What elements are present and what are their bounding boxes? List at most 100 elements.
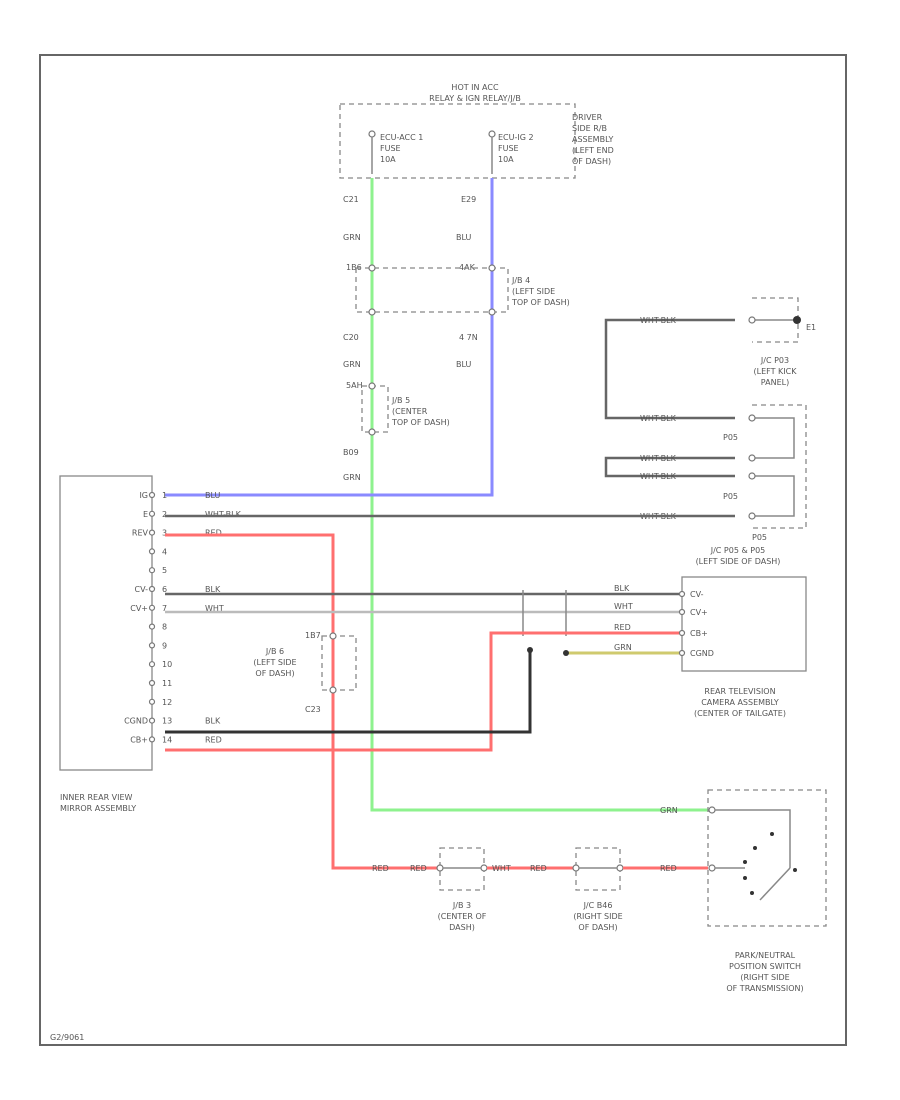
camera-wire-color-label: WHT — [614, 602, 633, 611]
mirror-pin-number: 4 — [162, 547, 167, 556]
fuse-block-location-2: SIDE R/B — [572, 124, 607, 133]
jb3-label-3: DASH) — [449, 923, 475, 932]
jc-p05-pin-label-1: P05 — [723, 433, 738, 442]
pnp-label-3: (RIGHT SIDE — [740, 973, 789, 982]
jc-p03-wire1-label: WHT-BLK — [640, 316, 677, 325]
jc-p05-jumper-wire — [604, 456, 735, 478]
jc-p03: E1 WHT-BLK WHT-BLK J/C P03 (LEFT KICK PA… — [604, 297, 816, 423]
camera-wire-color-label: GRN — [614, 643, 632, 652]
fuse1-type: FUSE — [380, 144, 401, 153]
mirror-pin-number: 2 — [162, 510, 167, 519]
mirror-label-2: MIRROR ASSEMBLY — [60, 804, 136, 813]
cgnd-splice — [527, 647, 533, 653]
jb3-label-2: (CENTER OF — [438, 912, 487, 921]
mirror-pin-number: 1 — [162, 491, 167, 500]
jb4-junction: J/B 4 (LEFT SIDE TOP OF DASH) — [355, 264, 570, 316]
switch-contact — [759, 867, 791, 901]
camera-pin — [678, 608, 686, 616]
jb6-pin-top: 1B7 — [305, 631, 321, 640]
mirror-pin-2 — [148, 510, 156, 517]
mirror-pin-number: 11 — [162, 679, 172, 688]
camera-pin — [678, 590, 686, 598]
mirror-pin-number: 6 — [162, 585, 167, 594]
jb5-outline — [361, 385, 389, 433]
jb3-pin-b — [480, 864, 488, 872]
mirror-wire-color-label: BLK — [205, 717, 221, 726]
red-label-3: RED — [530, 864, 547, 873]
ground-point — [793, 316, 801, 324]
switch-pos-n — [743, 860, 747, 864]
fuse1-name: ECU-ACC 1 — [380, 133, 423, 142]
red-label-2: RED — [410, 864, 427, 873]
jc-p03-label-1: J/C P03 — [760, 356, 789, 365]
jc-b46-pin-b — [616, 864, 624, 872]
jb5-label-1: J/B 5 — [391, 396, 410, 405]
jc-p05-pin-label-3: P05 — [752, 533, 767, 542]
jb6-junction: 1B7 C23 J/B 6 (LEFT SIDE OF DASH) — [253, 631, 357, 714]
camera-label-1: REAR TELEVISION — [704, 687, 775, 696]
mirror-wire-color-label: BLU — [205, 491, 221, 500]
mirror-pin-number: 13 — [162, 717, 172, 726]
pnp-label-2: POSITION SWITCH — [729, 962, 801, 971]
jc-p05-pin-4 — [748, 512, 756, 520]
jc-p05-pin-label-2: P05 — [723, 492, 738, 501]
mirror-wire-color-label: RED — [205, 529, 222, 538]
mirror-pin-name: CV+ — [130, 604, 148, 613]
camera-wire-color-label: BLK — [614, 584, 630, 593]
fuse2-name: ECU-IG 2 — [498, 133, 534, 142]
grn-bottom-label: GRN — [660, 806, 678, 815]
jb5-label-2: (CENTER — [392, 407, 428, 416]
mirror-pin-number: 8 — [162, 623, 167, 632]
yel-splice — [563, 650, 569, 656]
pnp-label-4: OF TRANSMISSION) — [726, 984, 803, 993]
label-c21: C21 — [343, 195, 359, 204]
fuse-block-subtitle: RELAY & IGN RELAY/J/B — [429, 94, 521, 103]
label-grn-2: GRN — [343, 360, 361, 369]
jc-p03-wire2-label: WHT-BLK — [640, 414, 677, 423]
camera-wire-color-label: RED — [614, 623, 631, 632]
mirror-pin-number: 5 — [162, 566, 167, 575]
jb4-label-1: J/B 4 — [511, 276, 530, 285]
switch-pos-p — [753, 846, 757, 850]
mirror-wire-color-label: BLK — [205, 585, 221, 594]
label-e29: E29 — [461, 195, 476, 204]
jc-b46-label-3: OF DASH) — [578, 923, 617, 932]
jc-p05-wire-label-2: WHT-BLK — [640, 472, 677, 481]
mirror-pin-4 — [148, 548, 156, 555]
camera-pin-name: CV+ — [690, 608, 708, 617]
mirror-pin-name: IG — [139, 491, 148, 500]
fuse-block-location-1: DRIVER — [572, 113, 603, 122]
camera-box — [681, 576, 807, 672]
fuse-block-outline — [339, 103, 576, 179]
jb4-label-2: (LEFT SIDE — [512, 287, 555, 296]
fuse-block-title: HOT IN ACC — [451, 83, 499, 92]
jb6-pin-a — [329, 632, 337, 640]
jb5-pin-b — [368, 428, 376, 436]
label-grn-1: GRN — [343, 233, 361, 242]
switch-pivot — [793, 868, 797, 872]
diagram-frame — [39, 54, 847, 1046]
fuse-block-location-5: OF DASH) — [572, 157, 611, 166]
camera-pin — [678, 629, 686, 637]
mirror-box — [59, 475, 153, 771]
jb4-pin-b — [488, 264, 496, 272]
jb5-pin-a — [368, 382, 376, 390]
mirror-pin-number: 10 — [162, 660, 172, 669]
mirror-pin-number: 9 — [162, 641, 167, 650]
jc-p05-label-1: J/C P05 & P05 — [710, 546, 766, 555]
mirror-pin-9 — [148, 642, 156, 649]
mirror-pin-number: 7 — [162, 604, 167, 613]
jc-p05-label-2: (LEFT SIDE OF DASH) — [696, 557, 781, 566]
jb6-label-1: J/B 6 — [265, 647, 284, 656]
jb4-outline — [355, 267, 509, 313]
label-5ah: 5AH — [346, 381, 363, 390]
red-label-1: RED — [372, 864, 389, 873]
mirror-pin-name: CB+ — [130, 735, 148, 744]
pnp-switch-outline — [707, 789, 827, 927]
fuse1-connector — [368, 130, 376, 138]
mirror-pin-name: REV — [132, 529, 149, 538]
